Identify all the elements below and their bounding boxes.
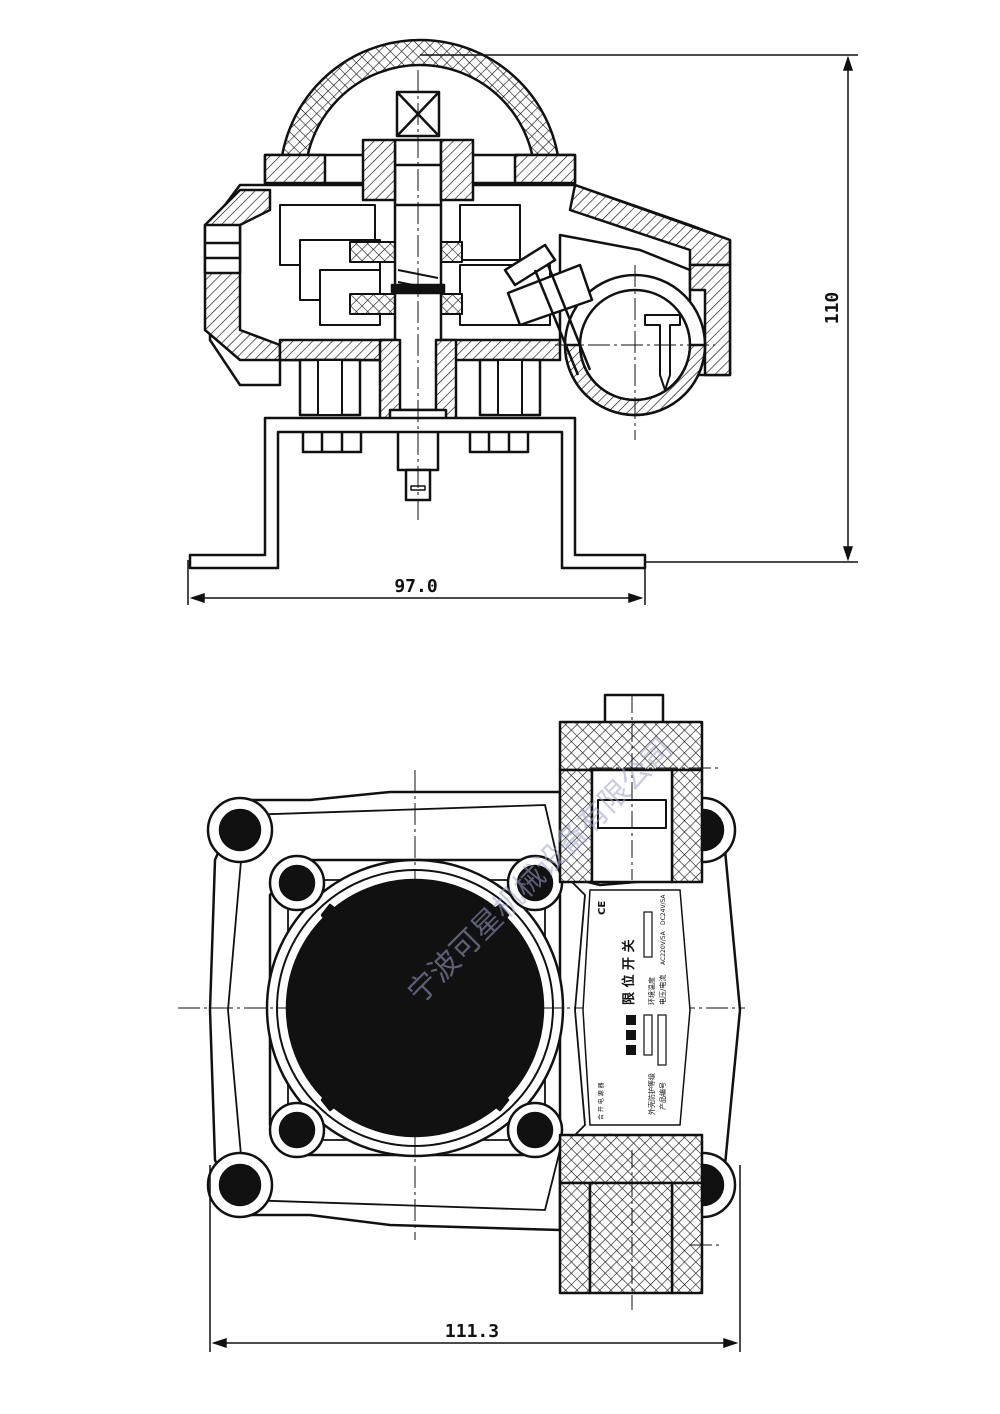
bottom-dimensions <box>209 1165 741 1352</box>
product-no-label: 产品编号 <box>658 1082 667 1110</box>
ambient-temp-label: 环境温度 <box>647 977 656 1005</box>
lower-cable-entry <box>558 1133 704 1310</box>
voltage-dc: DC24V/5A <box>660 894 667 925</box>
voltage-current-label: 电压/电流 <box>658 975 667 1005</box>
cover-bolts <box>268 854 564 1159</box>
top-dimensions <box>187 54 858 605</box>
voltage-ac: AC220V/5A <box>660 930 667 965</box>
upper-cable-entry <box>558 693 704 884</box>
base-bolts <box>298 358 542 454</box>
switch-states: 合 开 电 源 器 <box>597 1082 605 1120</box>
center-lines <box>417 70 715 520</box>
nameplate-title: 限 位 开 关 <box>621 939 637 1005</box>
nameplate: CE 限 位 开 关 环境温度 电压/电流 AC220V/5A DC24V/5A… <box>582 889 691 1126</box>
top-height-dimension: 110 <box>822 292 843 325</box>
bottom-width-dimension: 111.3 <box>445 1321 499 1342</box>
section-view <box>188 38 732 570</box>
ce-mark: CE <box>597 901 608 915</box>
top-width-dimension: 97.0 <box>394 576 437 597</box>
conduit-entry <box>503 243 707 417</box>
protection-label: 外壳防护等级 <box>647 1073 656 1115</box>
